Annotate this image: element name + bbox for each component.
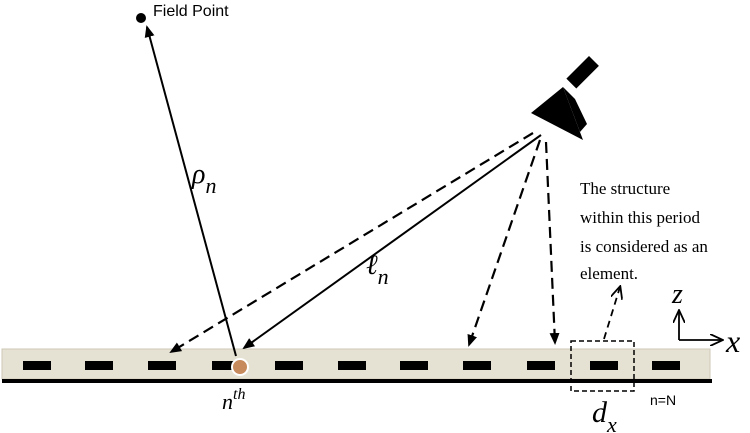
field-point-label: Field Point [153,3,229,20]
axis-z-label: z [671,279,683,310]
axis-x-label: x [725,323,740,359]
horn-antenna-icon [531,56,599,140]
array-element [463,361,491,370]
nth-element-dot [231,358,249,376]
ell-n-label: ℓn [366,250,389,289]
array-element [148,361,176,370]
array-element [338,361,366,370]
array-element [23,361,51,370]
note-line: element. [580,264,638,283]
array-element [85,361,113,370]
note-line: within this period [580,208,700,227]
rho-ray [144,25,237,357]
n-equals-N-label: n=N [650,392,676,408]
dot-icon [136,13,146,23]
nth-label: nth [222,386,245,414]
note-line: is considered as an [580,237,708,256]
ell-ray [242,134,542,350]
array-element [527,361,555,370]
array-element [400,361,428,370]
note-line: The structure [580,179,670,198]
incident-ray-dashed [169,132,534,354]
array-element [275,361,303,370]
dx-label: dx [592,396,617,433]
period-note: The structure within this period is cons… [580,179,708,283]
period-box [570,340,635,392]
rho-n-label: ρn [191,159,216,198]
incident-ray-dashed [467,139,542,347]
note-pointer-arrow [603,287,620,340]
incident-ray-dashed [544,141,560,345]
array-element [652,361,680,370]
array-element [590,361,618,370]
array-elements [23,361,680,370]
array-element [212,361,240,370]
